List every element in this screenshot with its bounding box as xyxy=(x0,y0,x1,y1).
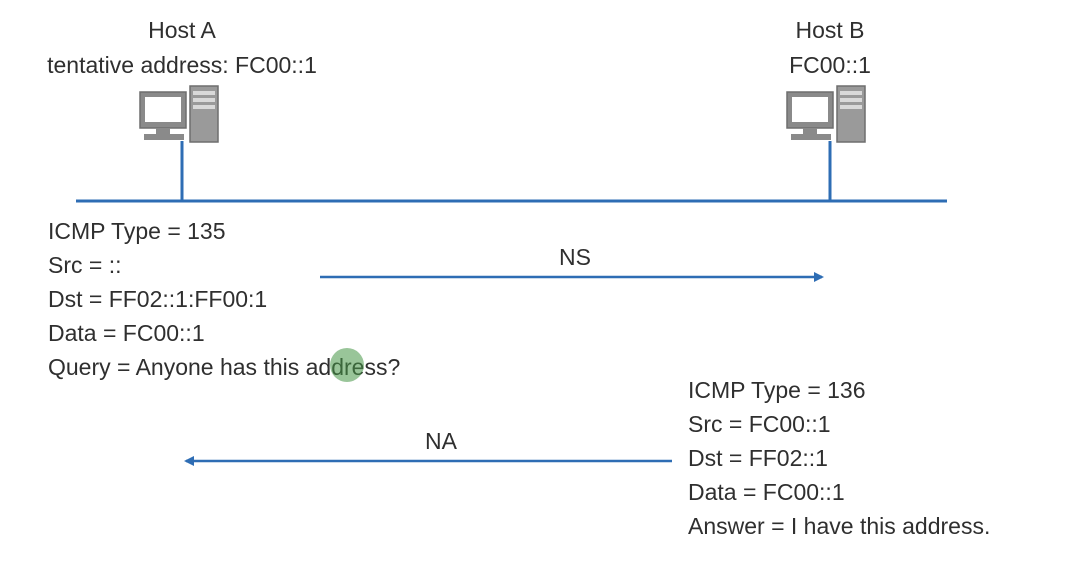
host-a-name: Host A xyxy=(148,17,216,43)
na-message-details: ICMP Type = 136 Src = FC00::1 Dst = FF02… xyxy=(688,373,990,543)
na-line: Data = FC00::1 xyxy=(688,479,845,505)
mouse-cursor-highlight xyxy=(330,348,364,382)
ns-line: Src = :: xyxy=(48,252,122,278)
na-line: Dst = FF02::1 xyxy=(688,445,828,471)
desktop-computer-icon xyxy=(786,85,866,143)
host-b-address: FC00::1 xyxy=(789,52,871,78)
ns-line: Data = FC00::1 xyxy=(48,320,205,346)
ns-line: ICMP Type = 135 xyxy=(48,218,226,244)
desktop-computer-icon xyxy=(139,85,219,143)
ns-label: NS xyxy=(559,244,591,270)
na-line: ICMP Type = 136 xyxy=(688,377,866,403)
host-b-name: Host B xyxy=(795,17,865,43)
ns-line: Dst = FF02::1:FF00:1 xyxy=(48,286,268,312)
na-line: Answer = I have this address. xyxy=(688,513,991,539)
host-a-address: tentative address: FC00::1 xyxy=(47,52,317,78)
na-label: NA xyxy=(425,428,457,454)
na-line: Src = FC00::1 xyxy=(688,411,831,437)
